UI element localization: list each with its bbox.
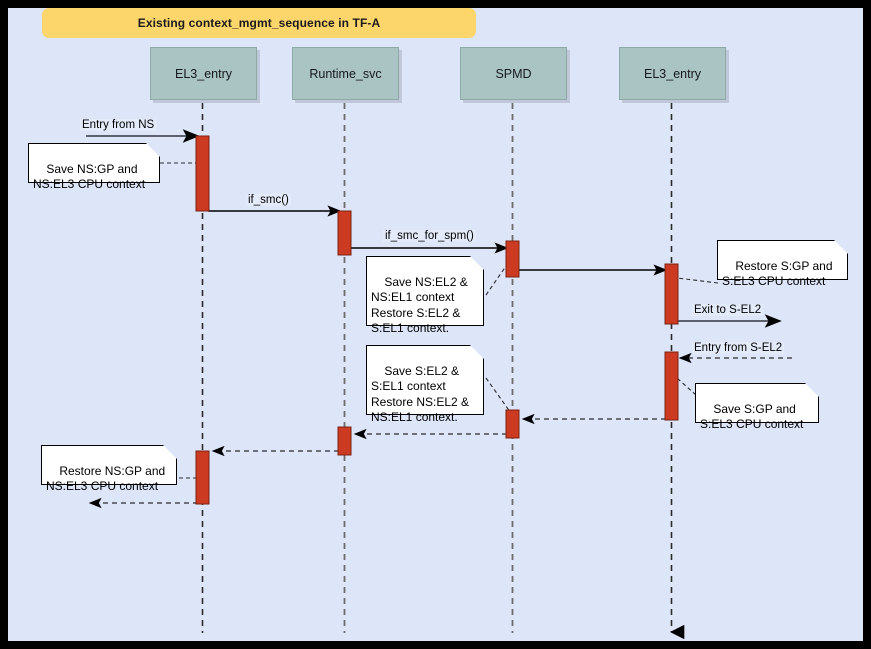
note-save-s-gp: Save S:GP and S:EL3 CPU context xyxy=(695,383,819,431)
participant-label: EL3_entry xyxy=(175,66,232,81)
participant-label: EL3_entry xyxy=(644,66,701,81)
page-title: Existing context_mgmt_sequence in TF-A xyxy=(137,16,381,30)
note-fold-icon xyxy=(834,240,848,254)
note-save-s-el2: Save S:EL2 & S:EL1 context Restore NS:EL… xyxy=(366,345,484,424)
note-text: Restore NS:GP and NS:EL3 CPU context xyxy=(46,463,166,494)
participant-label: Runtime_svc xyxy=(309,66,382,81)
message-label-entry-from-s-el2: Entry from S-EL2 xyxy=(692,342,785,354)
note-restore-s-gp: Restore S:GP and S:EL3 CPU context xyxy=(717,240,848,288)
note-text: Save NS:GP and NS:EL3 CPU context xyxy=(33,161,146,192)
activation-bar-runtime-svc-1 xyxy=(337,210,352,256)
sequence-diagram-svg xyxy=(86,103,792,640)
note-save-ns-el2: Save NS:EL2 & NS:EL1 context Restore S:E… xyxy=(366,256,484,335)
note-fold-icon xyxy=(805,383,819,397)
note-fold-icon xyxy=(163,445,177,459)
diagram-title-banner: Existing context_mgmt_sequence in TF-A xyxy=(42,8,476,38)
participant-el3-entry-left[interactable]: EL3_entry xyxy=(150,47,257,100)
participant-runtime-svc[interactable]: Runtime_svc xyxy=(292,47,399,100)
note-fold-icon xyxy=(470,345,484,359)
note-connector-2 xyxy=(485,255,514,296)
participant-spmd[interactable]: SPMD xyxy=(460,47,567,100)
activation-bar-el3-entry-right-2 xyxy=(664,351,679,421)
note-save-ns-gp: Save NS:GP and NS:EL3 CPU context xyxy=(28,143,160,191)
participant-el3-entry-right[interactable]: EL3_entry xyxy=(619,47,726,100)
message-label-if-smc-for-spm: if_smc_for_spm() xyxy=(383,230,476,242)
activation-bar-el3-entry-left-1 xyxy=(195,135,210,212)
note-connector-3 xyxy=(676,277,719,284)
note-text: Save NS:EL2 & NS:EL1 context Restore S:E… xyxy=(371,274,468,336)
note-text: Restore S:GP and S:EL3 CPU context xyxy=(722,258,833,289)
message-arrows xyxy=(86,129,792,509)
activation-bar-spmd-1 xyxy=(505,240,520,278)
participant-label: SPMD xyxy=(495,66,532,81)
note-fold-icon xyxy=(470,256,484,270)
message-label-if-smc: if_smc() xyxy=(246,194,291,206)
activation-bar-spmd-2 xyxy=(505,409,520,439)
activation-bars xyxy=(195,135,679,505)
note-text: Save S:GP and S:EL3 CPU context xyxy=(700,401,804,432)
activation-bar-el3-entry-left-2 xyxy=(195,450,210,505)
diagram-canvas: Existing context_mgmt_sequence in TF-A E… xyxy=(8,8,863,641)
activation-bar-el3-entry-right-1 xyxy=(664,263,679,325)
note-restore-ns-gp: Restore NS:GP and NS:EL3 CPU context xyxy=(41,445,177,493)
note-text: Save S:EL2 & S:EL1 context Restore NS:EL… xyxy=(371,363,470,425)
note-connector-5 xyxy=(676,377,697,396)
message-label-exit-to-s-el2: Exit to S-EL2 xyxy=(692,304,764,316)
note-fold-icon xyxy=(146,143,160,157)
message-label-entry-from-ns: Entry from NS xyxy=(80,119,157,131)
activation-bar-runtime-svc-2 xyxy=(337,426,352,456)
